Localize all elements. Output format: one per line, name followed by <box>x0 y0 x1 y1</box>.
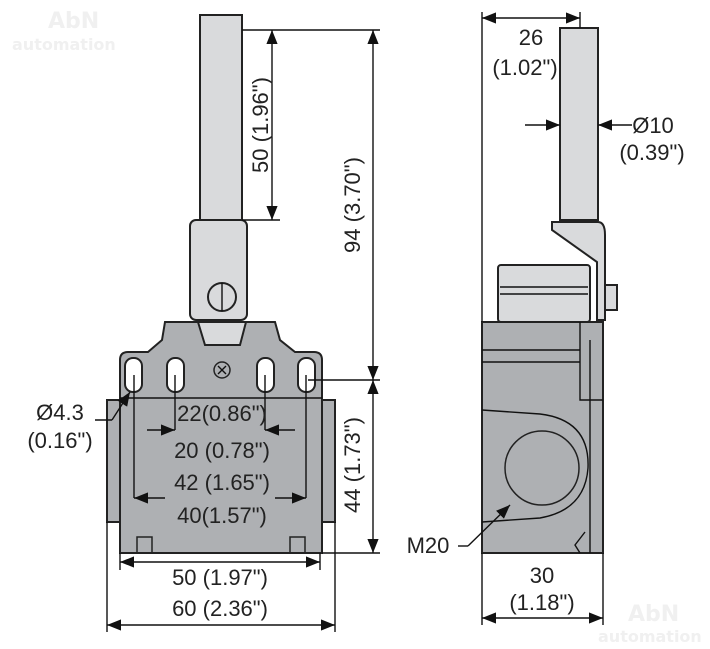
depth-label: 30 <box>530 563 554 588</box>
body-width-label: 50 (1.97") <box>172 565 268 590</box>
conduit-entry-label: M20 <box>407 533 450 558</box>
depth-in-label: (1.18") <box>509 590 574 615</box>
dimension-line <box>467 504 511 547</box>
head-cap <box>196 321 248 346</box>
dimension-line <box>482 322 603 553</box>
rod-diameter-label: Ø10 <box>632 113 674 138</box>
rod-offset-label: 26 <box>519 25 543 50</box>
watermark-top-left: AbN automation <box>12 9 116 54</box>
inner-spacing-label: 22(0.86") <box>177 401 267 426</box>
watermark-bottom-right: AbN automation <box>598 602 702 646</box>
rod-offset-in-label: (1.02") <box>492 55 557 80</box>
drawing-part <box>289 536 306 554</box>
overall-width-label: 60 (2.36") <box>172 596 268 621</box>
side-body <box>481 321 604 554</box>
side-knob <box>604 284 618 311</box>
actuator-rod <box>199 14 243 221</box>
drawing-part: AbN <box>48 9 99 34</box>
rod-length-label: 50 (1.96") <box>248 77 273 173</box>
dimension-line <box>574 531 586 554</box>
total-height-label: 94 (3.70") <box>340 157 365 253</box>
body-height-label: 44 (1.73") <box>340 417 365 513</box>
conduit-entry-hole <box>504 430 580 506</box>
drawing-part: automation <box>12 35 116 54</box>
side-tab-left <box>106 399 121 523</box>
hole-diameter-label: Ø4.3 <box>36 400 84 425</box>
dimension-line <box>111 391 131 421</box>
outer-spacing-label: 42 (1.65") <box>174 470 270 495</box>
rod-diameter-in-label: (0.39") <box>619 140 684 165</box>
side-tab-right <box>321 399 336 523</box>
outer-spacing-alt-label: 40(1.57") <box>177 503 267 528</box>
inner-spacing-alt-label: 20 (0.78") <box>174 438 270 463</box>
dimension-line <box>481 409 589 523</box>
front-view: 50 (1.96") 94 (3.70") 44 (1.73") 22(0.86… <box>27 14 380 632</box>
hole-diameter-in-label: (0.16") <box>27 428 92 453</box>
side-lever <box>551 221 606 321</box>
drawing-part: automation <box>598 627 702 646</box>
drawing-part <box>136 536 153 554</box>
drawing-part: AbN <box>628 602 679 627</box>
dimension-line <box>217 365 227 375</box>
side-view: 26 (1.02") Ø10 (0.39") M20 30 (1.18") <box>407 12 685 625</box>
cover-screw-icon <box>213 361 231 379</box>
side-rod <box>559 27 599 221</box>
